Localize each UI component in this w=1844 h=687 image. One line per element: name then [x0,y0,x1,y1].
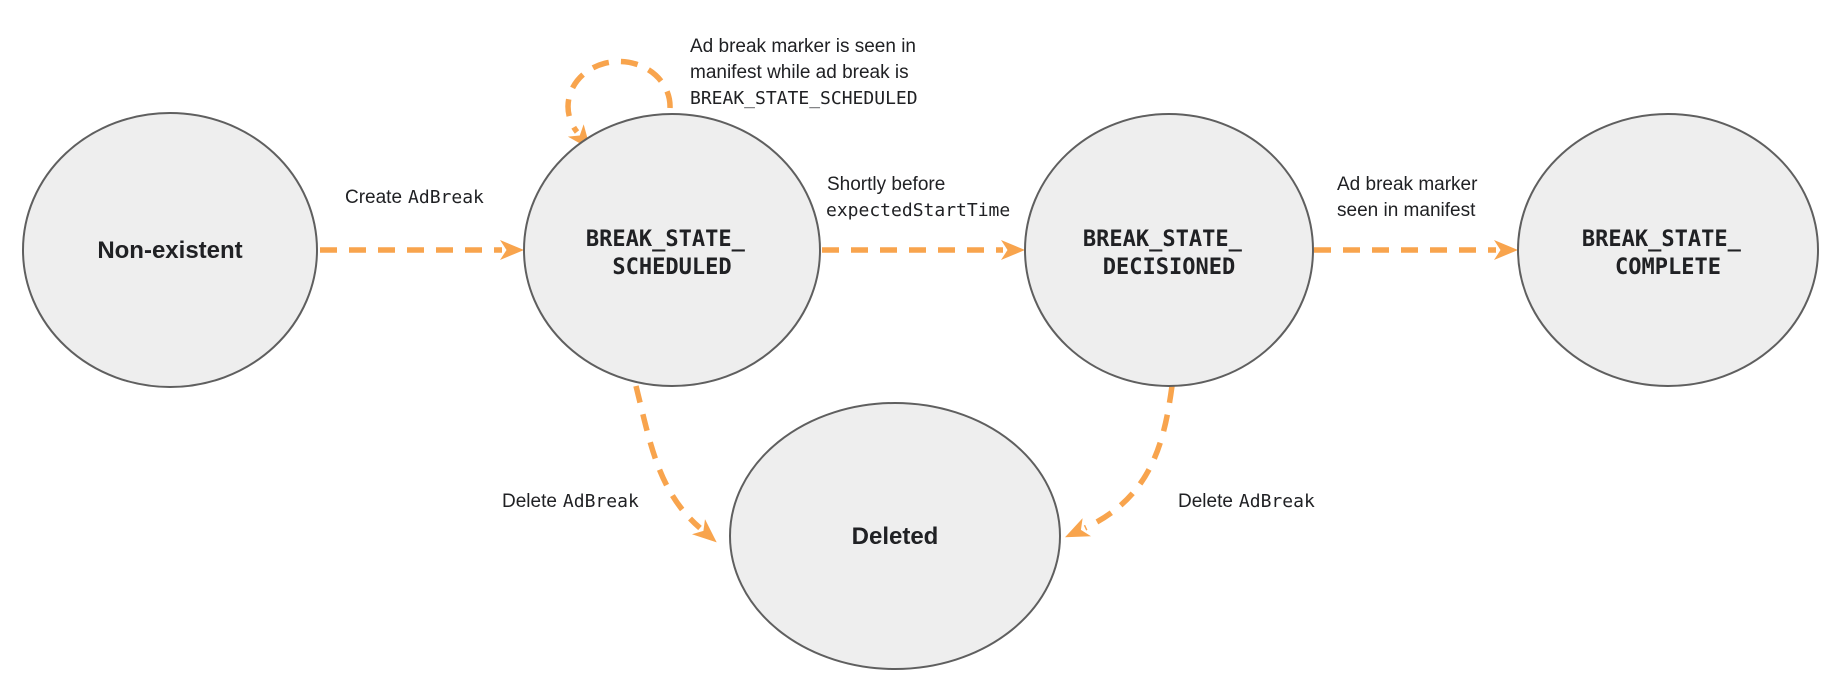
state-label-deleted: Deleted [852,523,939,550]
transition-arrow-self-loop-scheduled [565,58,673,150]
state-node-deleted [729,402,1061,670]
to-decisioned-label-line2: expectedStartTime [826,200,1010,221]
to-complete-label-line2: seen in manifest [1337,200,1476,221]
transition-label-to-complete: Ad break marker seen in manifest [1337,174,1478,221]
self-loop-label-line3: BREAK_STATE_SCHEDULED [690,88,918,109]
transition-label-to-decisioned: Shortly before expectedStartTime [826,174,1010,221]
self-loop-label-line1: Ad break marker is seen in [690,36,916,57]
to-decisioned-label-line1: Shortly before [827,174,945,195]
self-loop-label-line2: manifest while ad break is [690,62,909,83]
transition-label-self-loop: Ad break marker is seen in manifest whil… [690,36,918,109]
state-label-non-existent: Non-existent [97,237,242,264]
transition-arrow-delete-from-scheduled [633,385,717,543]
state-label-scheduled: BREAK_STATE_ SCHEDULED [586,227,758,280]
state-node-scheduled [523,113,821,387]
transition-arrow-delete-from-decisioned [1065,385,1175,538]
state-label-decisioned: BREAK_STATE_ DECISIONED [1083,227,1255,280]
state-node-non-existent [22,112,318,388]
state-node-decisioned [1024,113,1314,387]
to-complete-label-line1: Ad break marker [1337,174,1478,195]
state-node-complete [1517,113,1819,387]
state-label-complete: BREAK_STATE_ COMPLETE [1582,227,1754,280]
